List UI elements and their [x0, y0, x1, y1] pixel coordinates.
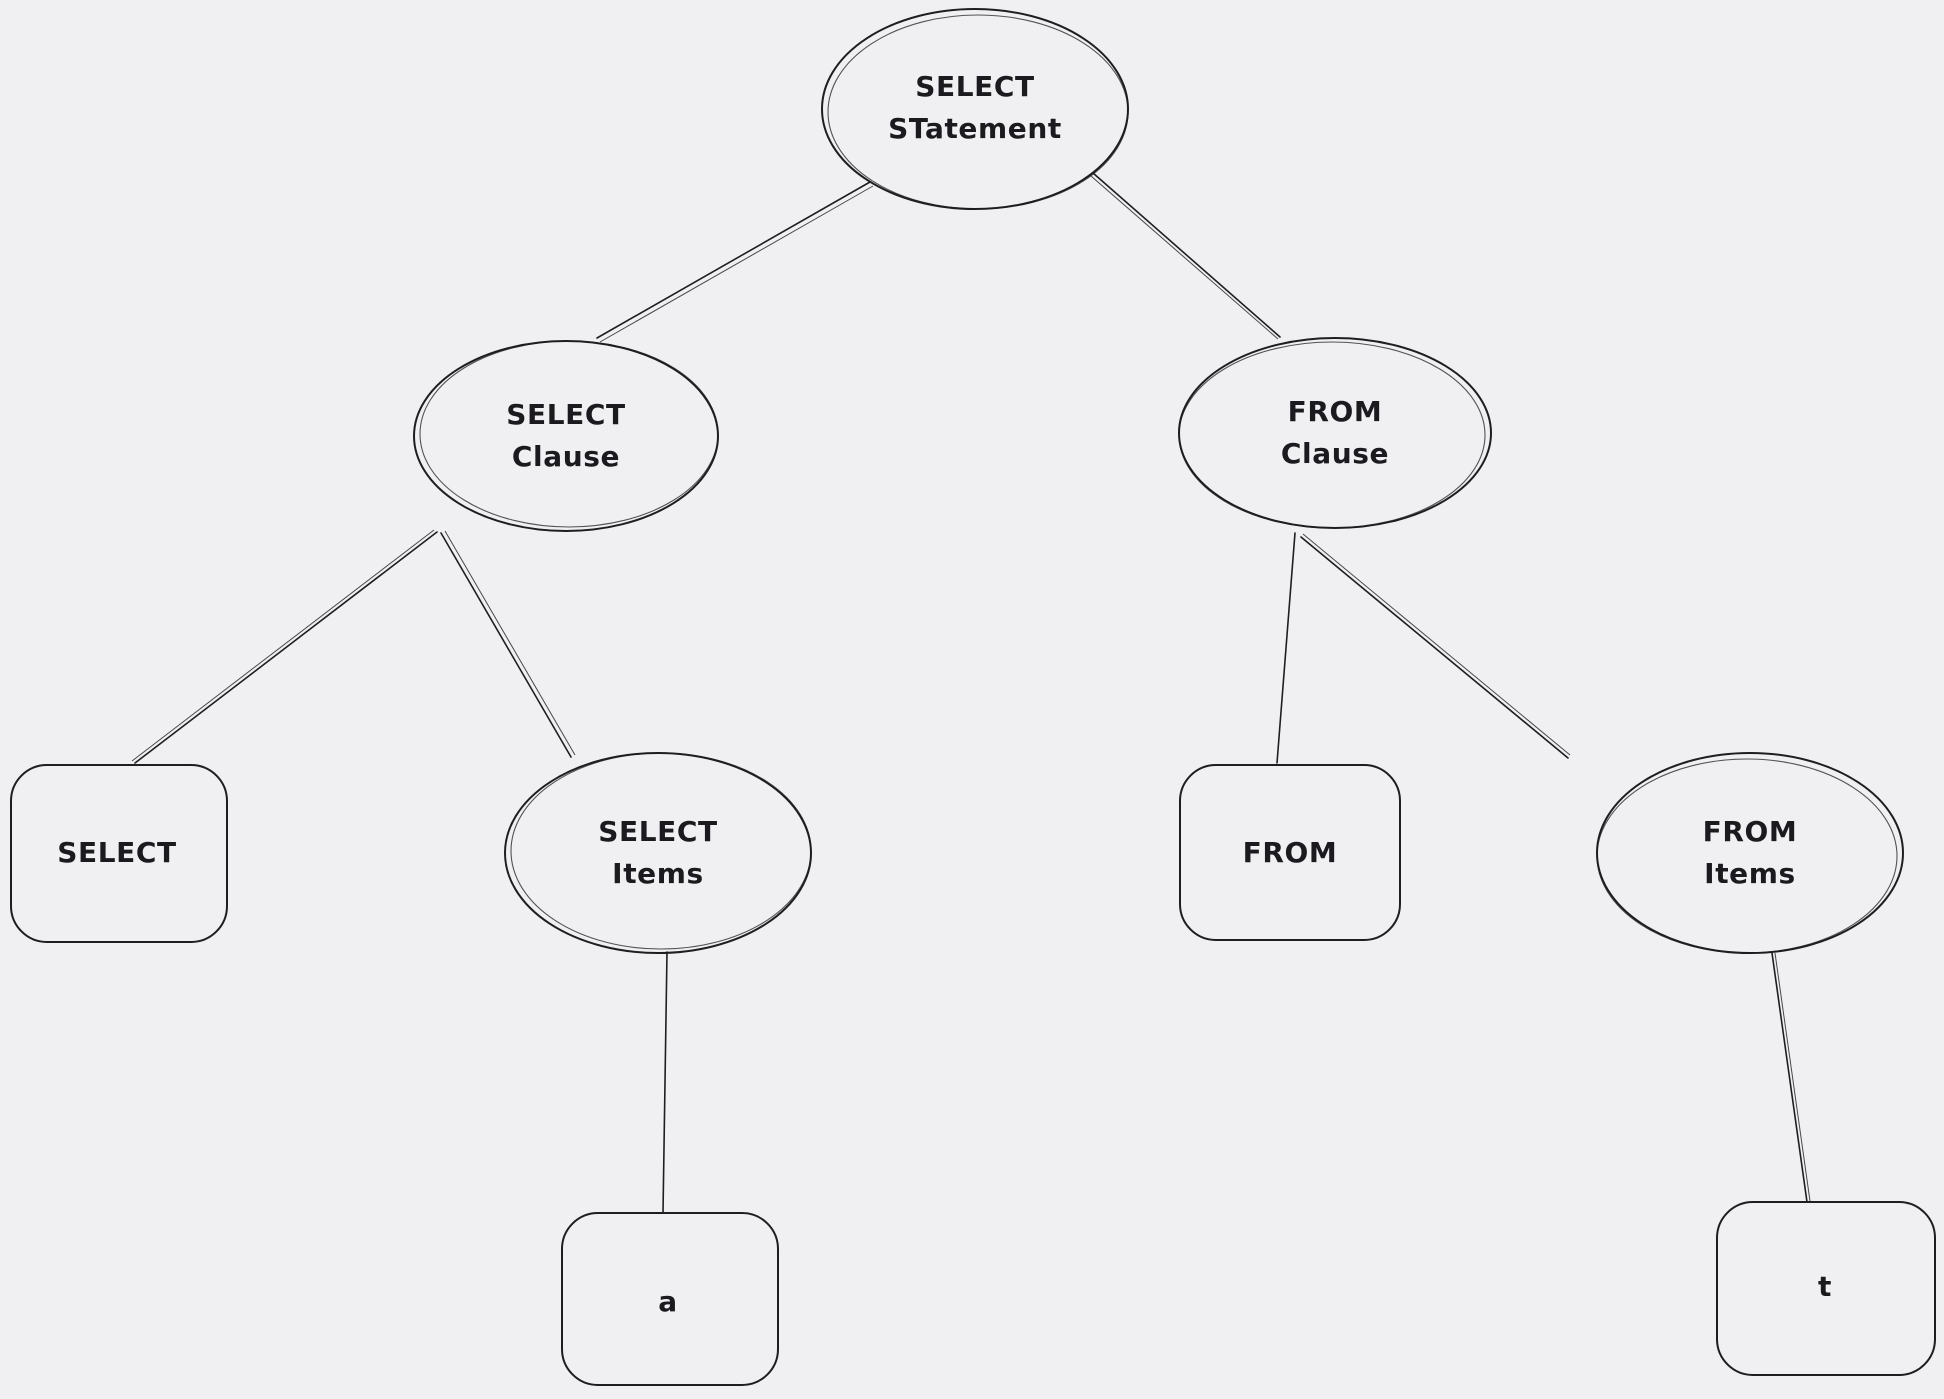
edge-fromclause-fromitems-sketch — [1302, 533, 1571, 756]
edge-selectclause-selectkeyword-sketch — [131, 529, 435, 762]
node-shape-select-keyword[interactable] — [10, 764, 228, 943]
node-shape-select-items-sketch — [510, 752, 812, 950]
node-shape-from-items-sketch — [1596, 758, 1898, 954]
edge-selectclause-selectitems-sketch — [444, 530, 576, 756]
node-shape-from-clause[interactable] — [1178, 337, 1492, 529]
node-shape-from-keyword[interactable] — [1179, 764, 1401, 941]
edge-selectstatement-fromclause[interactable] — [1092, 172, 1281, 338]
edge-selectclause-selectkeyword[interactable] — [134, 531, 438, 764]
edges-group — [131, 172, 1811, 1214]
edge-fromclause-fromkeyword[interactable] — [1276, 532, 1296, 764]
node-shape-select-statement-sketch — [827, 14, 1129, 210]
edge-fromitems-itemt[interactable] — [1771, 952, 1808, 1203]
node-shape-select-items[interactable] — [504, 752, 812, 954]
node-shape-from-items[interactable] — [1596, 752, 1904, 954]
nodes-group — [10, 8, 1936, 1386]
node-shape-select-statement[interactable] — [821, 8, 1129, 210]
node-shape-select-clause-sketch — [419, 340, 719, 528]
edge-selectclause-selectitems[interactable] — [440, 532, 572, 758]
edge-selectstatement-fromclause-sketch — [1090, 175, 1279, 340]
edge-fromclause-fromitems[interactable] — [1300, 536, 1569, 759]
edge-selectstatement-selectclause[interactable] — [596, 181, 871, 339]
node-shape-item-t[interactable] — [1716, 1201, 1936, 1376]
node-shape-item-a[interactable] — [561, 1212, 779, 1386]
node-shape-from-clause-sketch — [1178, 341, 1486, 529]
edge-fromitems-itemt-sketch — [1774, 952, 1811, 1202]
edge-selectstatement-selectclause-sketch — [599, 185, 874, 343]
node-shape-select-clause[interactable] — [413, 340, 719, 532]
edge-selectitems-itema[interactable] — [662, 951, 668, 1214]
